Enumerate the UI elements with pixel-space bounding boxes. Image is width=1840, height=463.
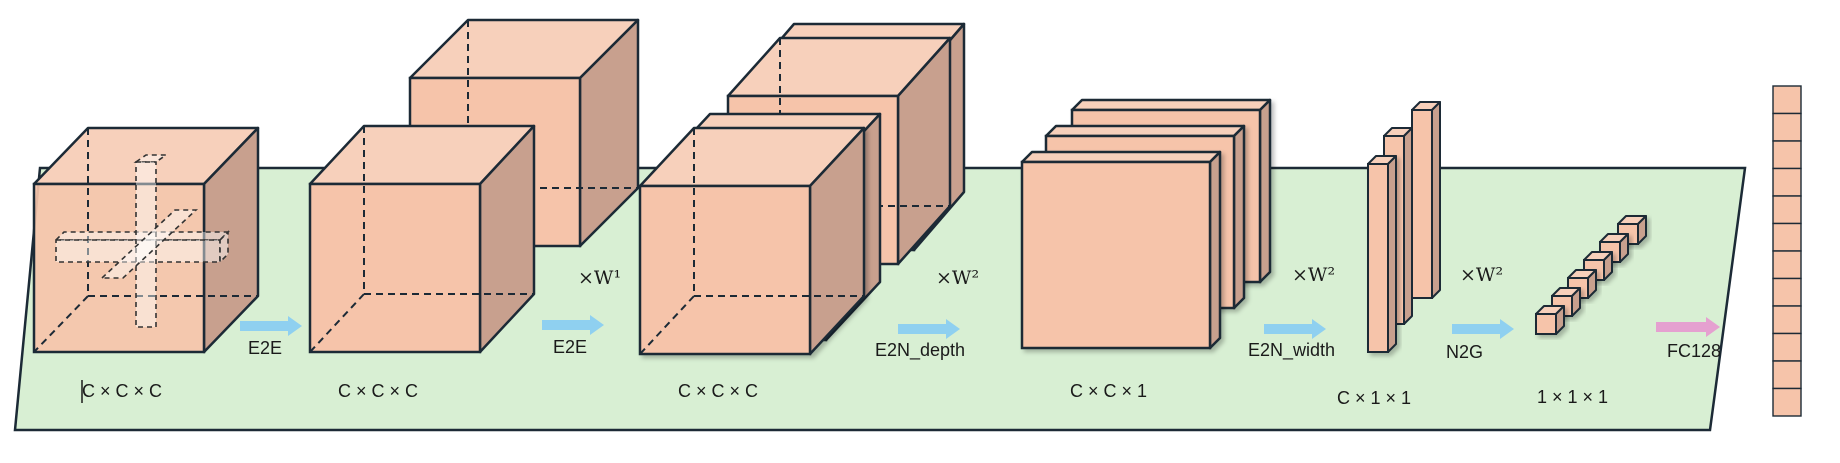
cube xyxy=(1020,150,1222,350)
cube-front-face xyxy=(1020,160,1212,350)
hidden-edge xyxy=(309,293,365,353)
cube-side-face xyxy=(1208,150,1222,350)
cube xyxy=(32,126,260,354)
arrow-0 xyxy=(240,316,302,336)
cube-top-face xyxy=(1044,124,1246,138)
shape-label-e2n-width: C × 1 × 1 xyxy=(1337,388,1411,408)
arrow-5 xyxy=(1656,317,1720,337)
e2e-layer2-cubes xyxy=(638,22,966,356)
vector-cell xyxy=(1772,387,1802,417)
weight-label-w2-c: ×W² xyxy=(1460,264,1503,286)
vector-cell xyxy=(1772,85,1802,115)
cube-side-face xyxy=(1232,124,1246,310)
vector-cell xyxy=(1772,112,1802,142)
op-label-e2e-1: E2E xyxy=(248,338,282,358)
arrow-4 xyxy=(1452,319,1514,339)
arrow-1 xyxy=(542,315,604,335)
e2n-width-bars xyxy=(1367,101,1441,353)
cube xyxy=(638,126,866,356)
n2g-node-cubes xyxy=(1535,215,1647,335)
vector-cell xyxy=(1772,195,1802,225)
cube-side-face xyxy=(1258,98,1272,284)
cube-top-face xyxy=(1070,98,1272,112)
cube xyxy=(1367,155,1397,353)
vector-cell xyxy=(1772,305,1802,335)
e2e-layer1-cubes xyxy=(308,18,640,354)
hidden-edge xyxy=(639,295,695,355)
cube-top-face xyxy=(1020,150,1222,164)
cube-side-face xyxy=(1431,101,1441,299)
arrow-3 xyxy=(1264,319,1326,339)
cube-side-face xyxy=(1387,155,1397,353)
shape-label-e2n-depth: C × C × 1 xyxy=(1070,381,1147,401)
cube-front-face xyxy=(308,182,482,354)
op-label-n2g: N2G xyxy=(1446,342,1483,362)
shape-label-e2e-2: C × C × C xyxy=(678,381,758,401)
vector-cell xyxy=(1772,277,1802,307)
fc128-output-vector xyxy=(1772,85,1802,417)
cube-side-face xyxy=(1403,127,1413,325)
vector-cell xyxy=(1772,222,1802,252)
cross-bar-top-cap xyxy=(133,154,169,163)
vector-cell xyxy=(1772,360,1802,390)
cube xyxy=(1535,305,1565,335)
cross-bar-vertical xyxy=(135,161,157,328)
op-label-e2n-depth: E2N_depth xyxy=(875,340,965,361)
weight-label-w2-b: ×W² xyxy=(1292,264,1335,286)
shape-label-input: C × C × C xyxy=(82,381,162,401)
hidden-edge xyxy=(33,295,89,353)
cube-front-face xyxy=(1367,163,1389,353)
op-label-e2n-width: E2N_width xyxy=(1248,340,1335,361)
shape-label-n2g: 1 × 1 × 1 xyxy=(1537,387,1608,407)
cube-front-face xyxy=(1535,313,1557,335)
cross-bar-side xyxy=(219,230,229,264)
arrow-2 xyxy=(898,319,960,339)
cube-front-face xyxy=(638,184,812,356)
cube xyxy=(1411,101,1441,299)
e2n-depth-slabs xyxy=(1020,98,1272,350)
vector-cell xyxy=(1772,167,1802,197)
weight-label-w2-a: ×W² xyxy=(936,267,979,289)
op-label-fc128: FC128 xyxy=(1667,341,1721,361)
input-cube xyxy=(32,126,260,354)
cube-front-face xyxy=(1411,109,1433,299)
cube xyxy=(308,124,536,354)
operation-arrows xyxy=(240,315,1720,339)
cube xyxy=(1551,287,1581,317)
cross-bar-diagonal xyxy=(99,209,199,279)
vector-cell xyxy=(1772,140,1802,170)
weight-label-w1: ×W¹ xyxy=(578,267,621,289)
shape-label-e2e-1: C × C × C xyxy=(338,381,418,401)
vector-cell xyxy=(1772,332,1802,362)
op-label-e2e-2: E2E xyxy=(553,337,587,357)
vector-cell xyxy=(1772,250,1802,280)
cross-filter-icon xyxy=(54,154,230,328)
